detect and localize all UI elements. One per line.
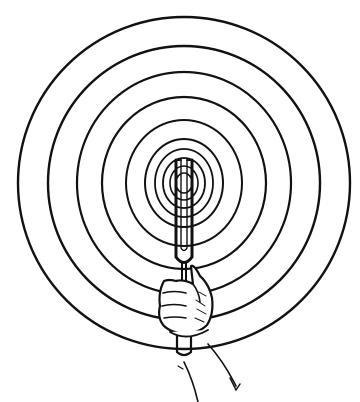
sleeve (178, 344, 240, 402)
sound-wave-ring (176, 173, 192, 193)
sound-wave-ring (77, 72, 291, 294)
sound-wave-ring (170, 166, 198, 200)
sound-wave-ring (48, 46, 320, 320)
sound-wave-ring (145, 139, 223, 227)
